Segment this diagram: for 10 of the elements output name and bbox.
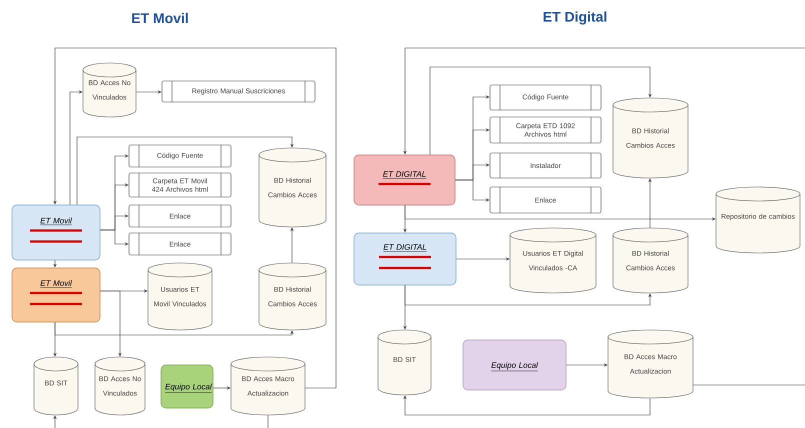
system-box: ET Movil bbox=[12, 268, 100, 322]
section-heading: ET Digital bbox=[544, 11, 606, 25]
system-box: Equipo Local bbox=[462, 340, 566, 390]
arrow bbox=[430, 66, 652, 155]
system-box: Equipo Local bbox=[160, 364, 214, 408]
arrow bbox=[76, 136, 294, 205]
system-box: ET Movil bbox=[12, 204, 100, 260]
system-box: ET DIGITAL bbox=[354, 154, 456, 206]
system-box: ET DIGITAL bbox=[354, 232, 456, 286]
section-heading: ET Movil bbox=[132, 12, 188, 24]
